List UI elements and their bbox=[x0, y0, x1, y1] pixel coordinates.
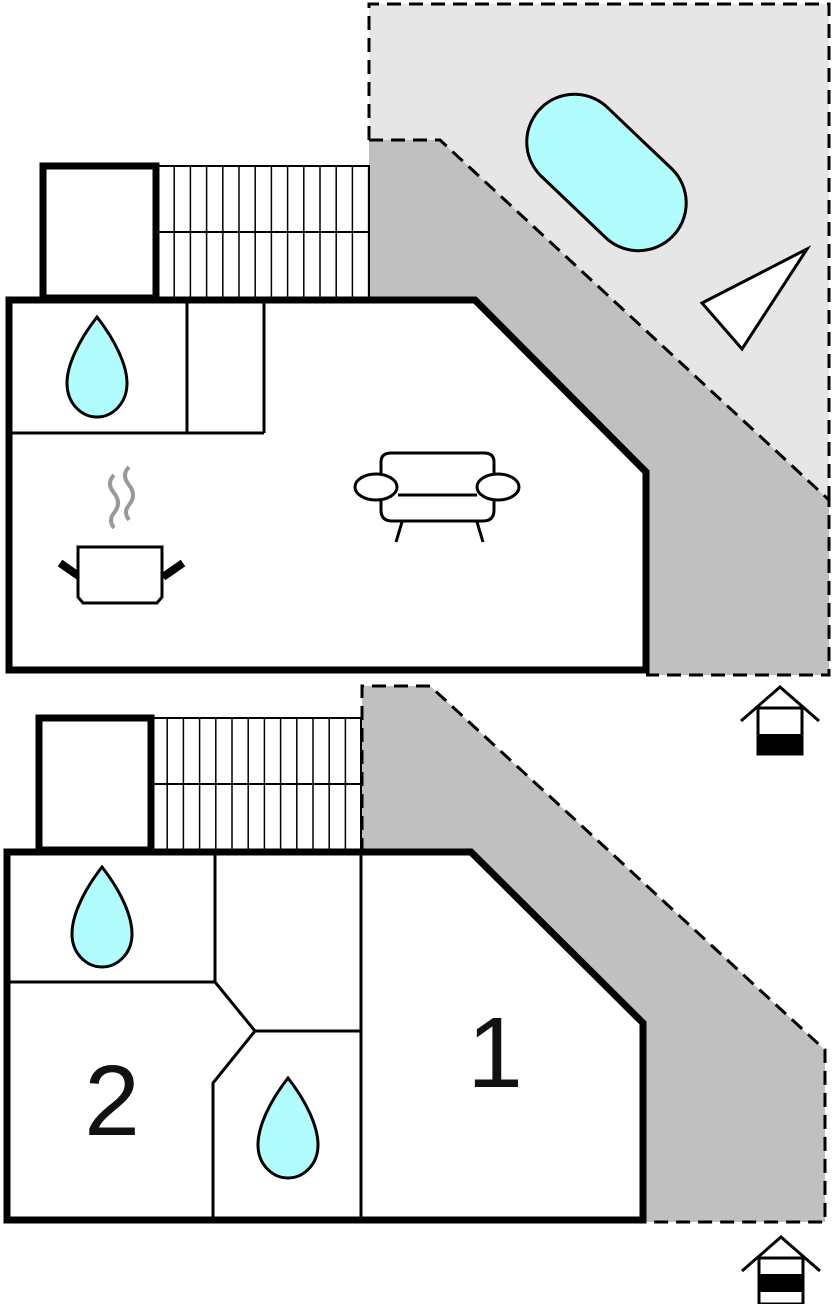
sail-shade-icon bbox=[699, 245, 812, 352]
kitchen-pot-icon bbox=[57, 465, 186, 605]
upper-stairs bbox=[157, 165, 370, 299]
living-room-sofa-icon bbox=[353, 451, 521, 543]
lower-floor-outline bbox=[3, 848, 647, 1224]
room-label-1: 1 bbox=[467, 997, 523, 1109]
terrace-border bbox=[369, 138, 831, 677]
bathroom-water-drop-icon bbox=[70, 864, 134, 969]
terrace-border bbox=[360, 684, 827, 1224]
outdoor-area-border bbox=[367, 2, 831, 500]
upper-balcony bbox=[39, 162, 160, 302]
room-label-2: 2 bbox=[84, 1045, 140, 1157]
entrance-house-icon bbox=[741, 1235, 821, 1304]
bathroom-water-drop-icon bbox=[256, 1075, 320, 1180]
lower-stairs bbox=[150, 717, 362, 851]
terrace bbox=[362, 686, 825, 1222]
terrace bbox=[369, 140, 829, 675]
outdoor-area bbox=[369, 4, 829, 500]
upper-floor bbox=[5, 2, 831, 756]
lower-wall bbox=[213, 981, 360, 1033]
pool-icon bbox=[525, 92, 688, 253]
bathroom-water-drop-icon bbox=[65, 314, 129, 419]
lower-balcony bbox=[35, 714, 155, 854]
lower-wall bbox=[211, 1030, 257, 1220]
entrance-house-icon bbox=[740, 685, 820, 756]
lower-floor: 1 2 bbox=[3, 684, 827, 1304]
